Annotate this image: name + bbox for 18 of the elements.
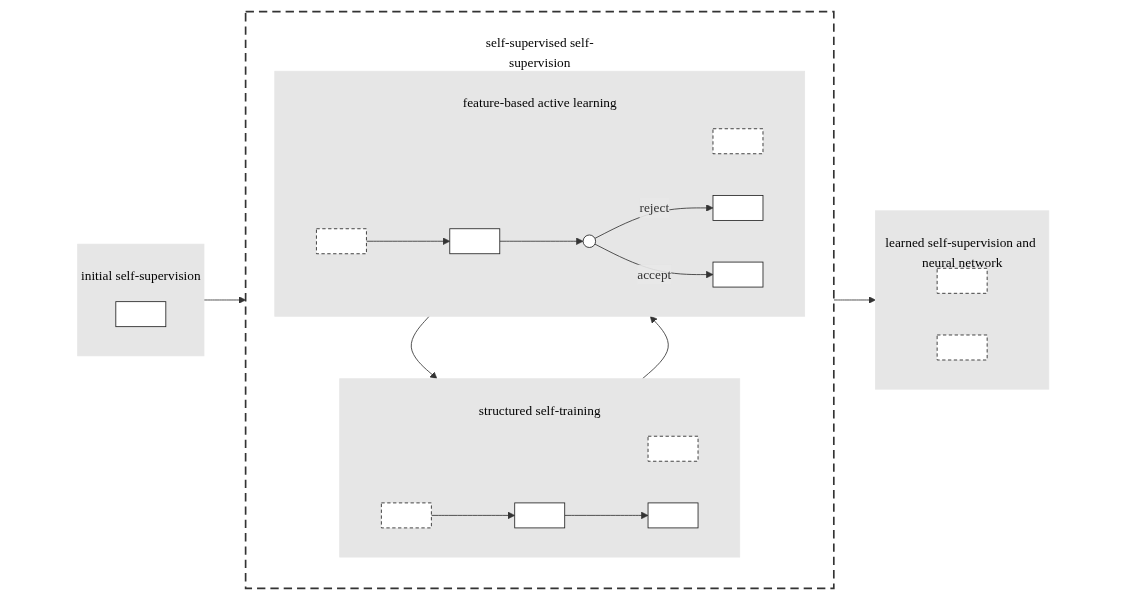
cluster: learned self-supervision and neural network [874,209,1049,390]
node-circle [582,234,596,248]
node-box [380,502,432,528]
edge-label: reject [639,199,669,215]
node-box [115,300,166,327]
cluster: initial self-supervision [77,243,205,356]
node-box [936,334,988,360]
cluster: structured self-training [339,377,740,557]
node-box [315,227,367,254]
node-box [449,227,500,254]
edge-label: accept [637,266,672,281]
node-box [712,194,764,221]
node-box [712,127,764,154]
node-box [647,502,699,528]
node-box [936,267,988,294]
node-box [514,502,565,528]
node-box [647,435,699,462]
node-box [712,261,764,287]
